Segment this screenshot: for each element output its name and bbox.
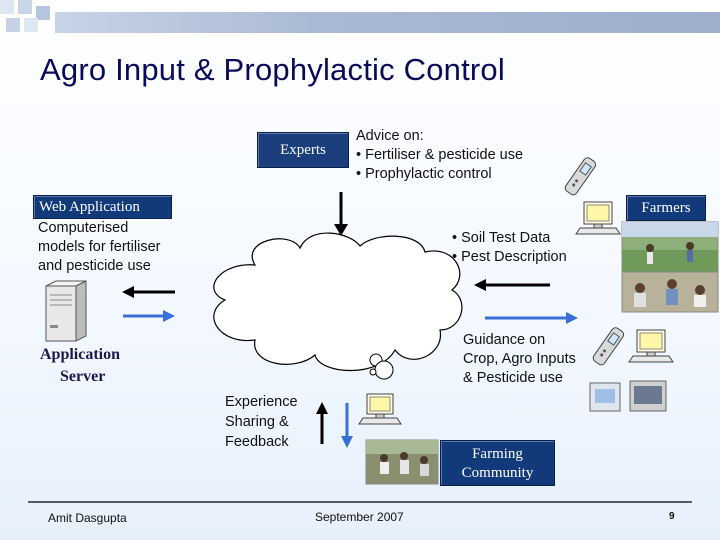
computer-icon	[629, 330, 673, 362]
arrow-from-farmers	[474, 279, 550, 291]
computer-icon	[576, 202, 620, 234]
page-number: 9	[669, 511, 675, 522]
computer-icon	[359, 394, 401, 424]
photo-farmers-field	[622, 222, 718, 272]
cloud-icon	[214, 233, 462, 379]
photo-farming-community	[366, 440, 438, 484]
arrow-community-up	[316, 402, 328, 444]
arrow-experts-down	[334, 192, 348, 236]
mobile-phone-icon	[592, 326, 626, 366]
arrow-to-farmers	[485, 312, 578, 324]
arrow-from-server	[123, 310, 175, 322]
arrow-to-web-application	[122, 286, 175, 298]
footer-author: Amit Dasgupta	[48, 511, 127, 525]
photo-devices	[590, 381, 666, 411]
mobile-phone-icon	[564, 156, 598, 196]
server-icon	[46, 281, 86, 341]
arrow-community-down	[341, 403, 353, 448]
photo-farmers-meeting	[622, 272, 718, 312]
footer-date: September 2007	[315, 510, 404, 524]
